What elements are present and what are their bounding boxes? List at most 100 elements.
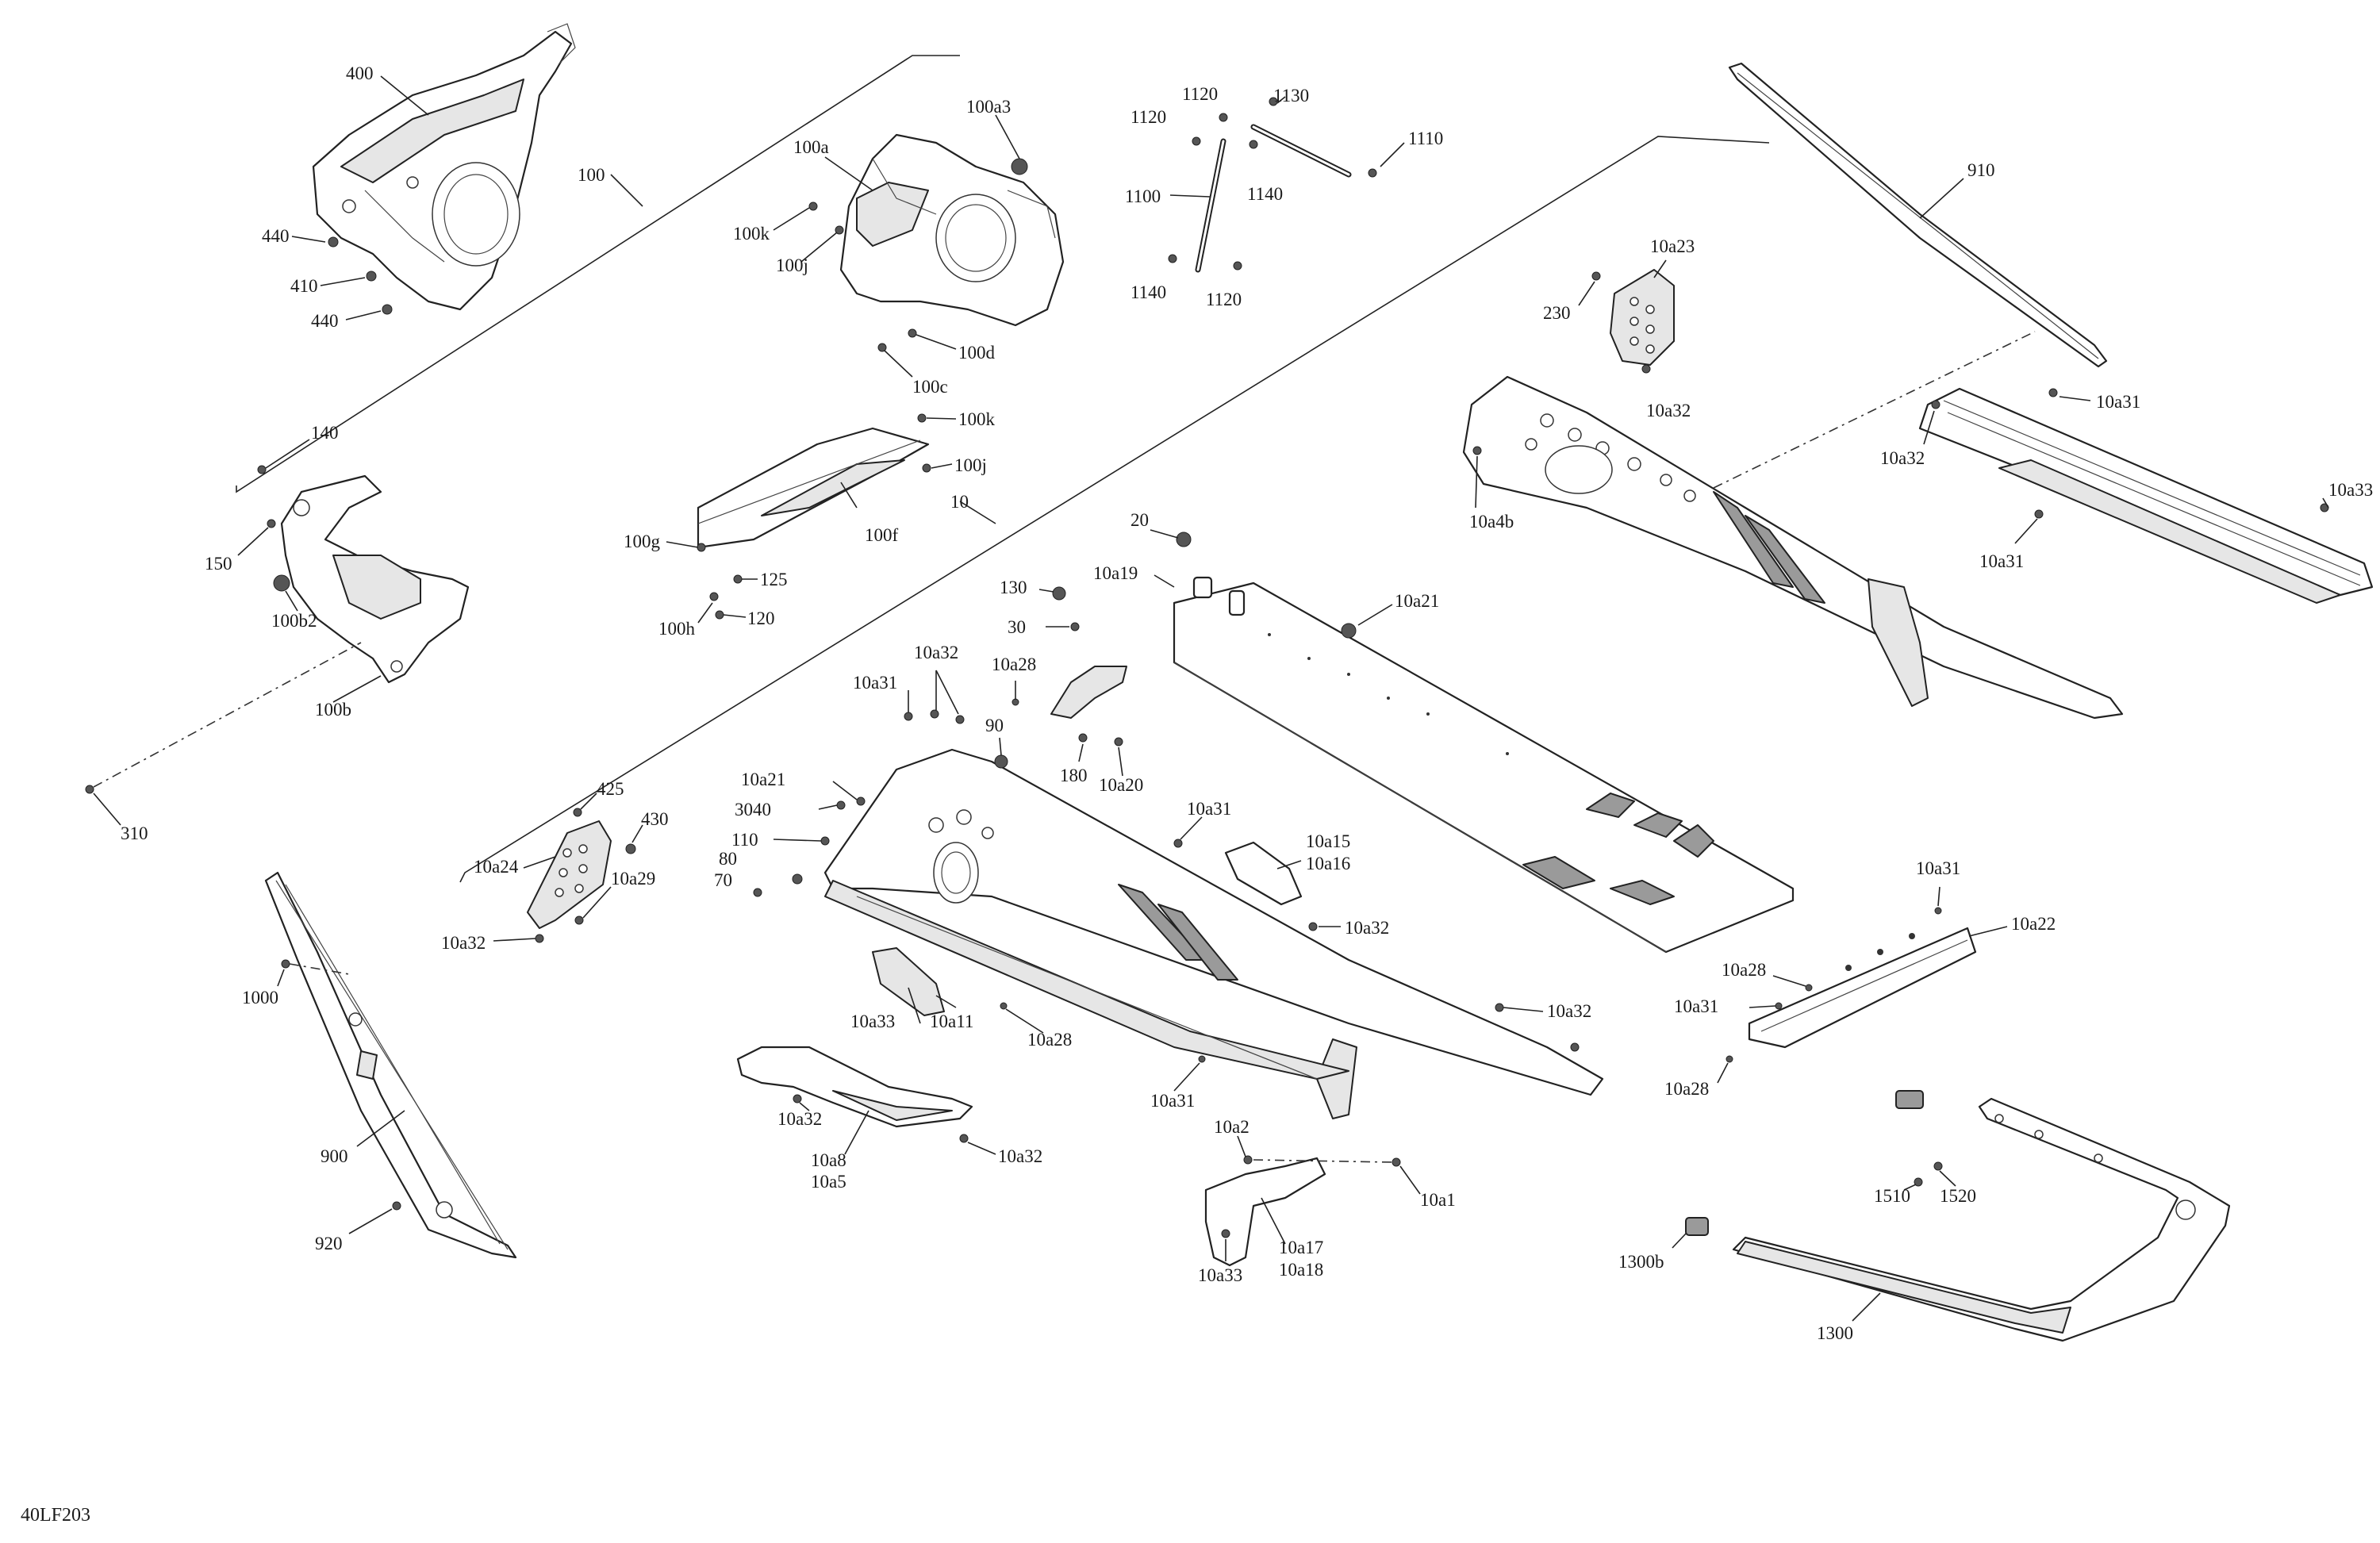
leader-10a15	[1276, 860, 1302, 869]
leader-130	[1038, 589, 1054, 593]
bolt-125	[733, 574, 743, 584]
callout-920: 920	[315, 1234, 343, 1253]
nut-10a32-l	[535, 934, 544, 943]
callout-10a33: 10a33	[1198, 1265, 1242, 1285]
callout-10a28: 10a28	[992, 654, 1036, 674]
leader-1130	[1276, 96, 1286, 104]
leader-10a17	[1261, 1197, 1286, 1245]
callout-100b: 100b	[315, 700, 351, 720]
callout-1520: 1520	[1940, 1186, 1976, 1206]
leader-100f	[840, 482, 858, 509]
nut-10a32-r	[1931, 400, 1940, 409]
callout-1510: 1510	[1874, 1186, 1910, 1206]
bolt-70	[753, 888, 762, 897]
nut-1130	[1269, 97, 1278, 106]
callout-1140: 1140	[1247, 184, 1283, 204]
callout-900: 900	[321, 1146, 348, 1166]
bracket-part-10a15	[1224, 841, 1303, 906]
leader-10a32-r	[1923, 410, 1935, 445]
callout-440: 440	[311, 311, 339, 331]
leader-10a24	[523, 856, 556, 869]
nut-10a31-mid	[904, 712, 913, 721]
callout-30: 30	[1008, 617, 1026, 637]
tunnel-top-panel-10a19	[1173, 576, 1795, 954]
leader-425	[580, 793, 597, 810]
leader-10a21-l	[832, 781, 858, 800]
bolt-1140b	[1168, 254, 1177, 263]
nut-10a32-bl	[793, 1094, 802, 1104]
bolt-140	[257, 465, 267, 474]
leader-10a20	[1118, 747, 1123, 777]
leader-10	[959, 501, 996, 524]
callout-910: 910	[1967, 160, 1995, 180]
leader-110	[773, 839, 822, 842]
leader-100k-mid	[926, 417, 957, 420]
leader-230	[1578, 281, 1595, 306]
nut-130	[1052, 586, 1066, 601]
callout-10a32: 10a32	[777, 1109, 822, 1129]
bolt-100j-top	[835, 225, 844, 235]
leader-1300b	[1672, 1233, 1687, 1249]
leader-910	[1919, 178, 1964, 219]
part-1300b	[1685, 1217, 1709, 1236]
bracket-part-10a17	[1204, 1157, 1326, 1267]
callout-10a28: 10a28	[1664, 1079, 1709, 1099]
callout-180: 180	[1060, 766, 1088, 785]
callout-100a: 100a	[793, 137, 829, 157]
callout-1130: 1130	[1273, 86, 1309, 106]
leader-100j-top	[800, 232, 838, 263]
bracket-part-100b	[280, 474, 470, 684]
nut-10a32-mid-b	[955, 715, 965, 724]
alignment-line-310	[93, 642, 362, 788]
callout-130: 130	[1000, 578, 1027, 597]
nut-10a31-br2	[1775, 1002, 1783, 1010]
callout-100b2: 100b2	[271, 611, 317, 631]
leader-430	[631, 824, 643, 843]
leader-90	[999, 737, 1002, 756]
nut-10a31-b	[1198, 1055, 1206, 1063]
leader-10a31-c	[1180, 816, 1203, 840]
plate-part-10a23	[1610, 269, 1675, 366]
leader-10a29	[582, 886, 612, 919]
leader-10a19	[1154, 574, 1175, 588]
bolt-10a29	[574, 915, 584, 925]
leader-10a32-b	[967, 1142, 996, 1155]
callout-100f: 100f	[865, 525, 899, 545]
nut-10a28-br2	[1726, 1055, 1733, 1063]
callout-10a18: 10a18	[1279, 1260, 1323, 1280]
bolt-440a	[328, 236, 339, 248]
leader-20	[1150, 529, 1179, 539]
leader-10a21-r	[1357, 604, 1393, 626]
leader-1510	[1903, 1184, 1917, 1191]
footrest-part-10a8	[736, 1046, 973, 1128]
leader-10a22	[1968, 926, 2008, 937]
bolt-120	[715, 610, 724, 620]
part-1520	[1895, 1090, 1924, 1109]
bolt-10a2	[1243, 1155, 1253, 1165]
bolt-3040	[836, 800, 846, 810]
callout-10a31: 10a31	[1187, 799, 1231, 819]
leader-100b2	[285, 590, 298, 612]
bolt-100k-mid	[917, 413, 927, 423]
alignment-line-1000	[289, 963, 350, 975]
callout-10a31: 10a31	[1916, 858, 1960, 878]
callout-10a22: 10a22	[2011, 914, 2056, 934]
bolt-1520	[1933, 1161, 1943, 1171]
side-panel-part-10a24	[527, 820, 612, 929]
callout-100d: 100d	[958, 343, 996, 363]
steering-link-1100	[1195, 138, 1226, 273]
callout-310: 310	[121, 823, 148, 843]
leader-900	[356, 1110, 405, 1147]
bolt-80	[792, 873, 803, 885]
leader-10a31-br2	[1749, 1005, 1776, 1008]
callout-90: 90	[985, 716, 1004, 735]
slide-rail-part	[1918, 387, 2374, 604]
bolt-10a4b	[1472, 446, 1482, 455]
tunnel-side-panel-main	[823, 748, 1604, 1119]
nut-430	[625, 843, 636, 854]
bolt-110	[820, 836, 830, 846]
leader-310	[93, 793, 121, 826]
nut-10a28-br	[1805, 984, 1813, 992]
leader-410	[320, 277, 366, 286]
assembly-bracket-10	[459, 136, 1770, 883]
